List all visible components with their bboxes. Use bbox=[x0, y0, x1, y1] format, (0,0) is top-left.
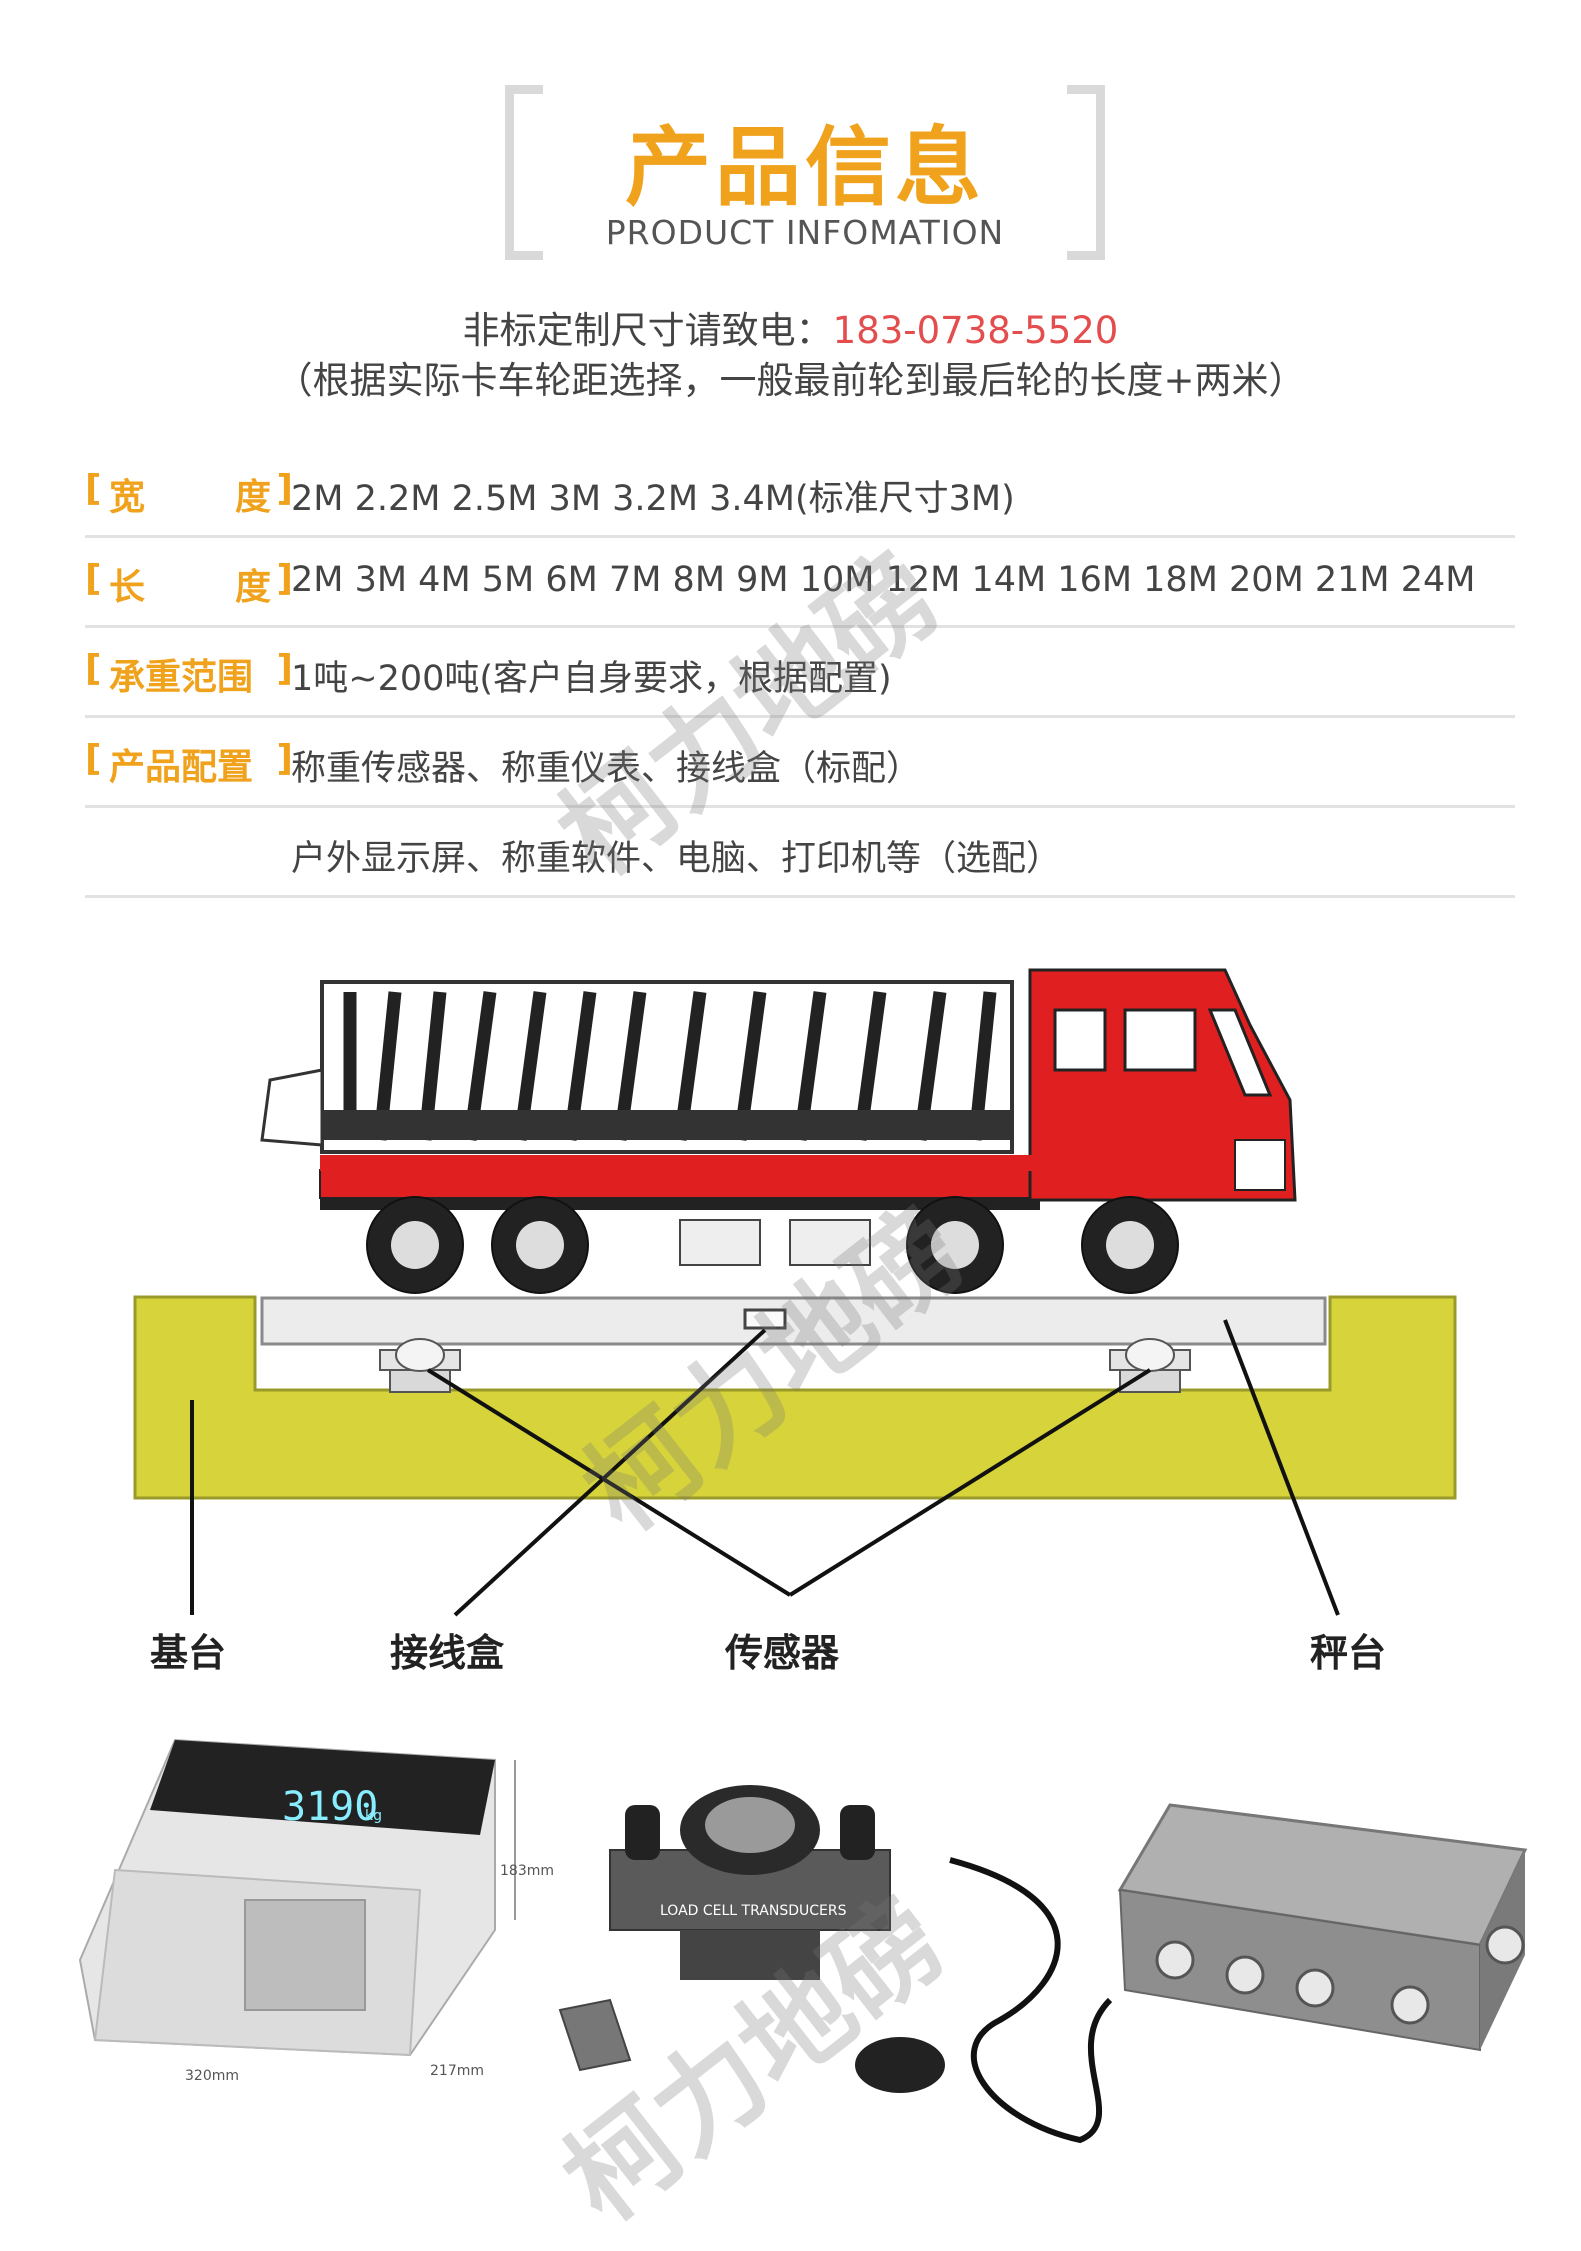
svg-text:183mm: 183mm bbox=[500, 1863, 554, 1879]
diagram-illustration bbox=[133, 968, 1457, 1617]
page-subtitle: PRODUCT INFOMATION bbox=[605, 213, 1005, 252]
truck-shape bbox=[260, 968, 1297, 1294]
contact-line: 非标定制尺寸请致电：183-0738-5520 bbox=[0, 300, 1581, 354]
spec-row-capacity: [ 承重范围 ] 1吨~200吨(客户自身要求，根据配置) bbox=[85, 630, 1515, 718]
spec-row-optional: 户外显示屏、称重软件、电脑、打印机等（选配） bbox=[85, 810, 1515, 898]
junction-box-image bbox=[1117, 1803, 1528, 2052]
callout-platform: 秤台 bbox=[1310, 1631, 1387, 1675]
callout-junction-box: 接线盒 bbox=[390, 1631, 505, 1675]
spec-value: 2M 2.2M 2.5M 3M 3.2M 3.4M(标准尺寸3M) bbox=[291, 479, 1015, 519]
product-illustrations: 3190 kg 183mm 320mm 217mm LOAD CELL TRAN… bbox=[78, 1738, 1528, 2144]
junction-box-shape bbox=[743, 1308, 787, 1330]
truck-scale-diagram: 基台 接线盒 传感器 秤台 bbox=[0, 900, 1581, 1700]
callout-sensor: 传感器 bbox=[725, 1631, 840, 1675]
load-cell-image: LOAD CELL TRANSDUCERS bbox=[558, 1785, 1113, 2144]
spec-value: 1吨~200吨(客户自身要求，根据配置) bbox=[291, 659, 892, 699]
spec-value: 称重传感器、称重仪表、接线盒（标配） bbox=[291, 749, 922, 789]
foundation-shape bbox=[133, 1295, 1457, 1500]
phone-number[interactable]: 183-0738-5520 bbox=[832, 309, 1119, 352]
load-cell-left bbox=[379, 1338, 461, 1393]
product-photos: 3190 kg 183mm 320mm 217mm LOAD CELL TRAN… bbox=[0, 1720, 1581, 2160]
indicator-image: 3190 kg 183mm 320mm 217mm bbox=[78, 1738, 554, 2084]
size-note: （根据实际卡车轮距选择，一般最前轮到最后轮的长度+两米） bbox=[275, 359, 1306, 402]
spec-row-width: [ 宽度 ] 2M 2.2M 2.5M 3M 3.2M 3.4M(标准尺寸3M) bbox=[85, 450, 1515, 538]
contact-prefix: 非标定制尺寸请致电： bbox=[462, 309, 833, 352]
spec-value: 户外显示屏、称重软件、电脑、打印机等（选配） bbox=[291, 839, 1062, 879]
callout-foundation: 基台 bbox=[150, 1631, 227, 1675]
title-bracket-right bbox=[1067, 85, 1105, 260]
page-title: 产品信息 bbox=[625, 118, 985, 218]
indicator-display: 3190 bbox=[282, 1784, 378, 1830]
spec-row-config: [ 产品配置 ] 称重传感器、称重仪表、接线盒（标配） bbox=[85, 720, 1515, 808]
svg-text:kg: kg bbox=[365, 1808, 382, 1824]
platform-shape bbox=[260, 1296, 1327, 1346]
spec-row-length: [ 长度 ] 2M 3M 4M 5M 6M 7M 8M 9M 10M 12M 1… bbox=[85, 540, 1515, 628]
spec-value: 2M 3M 4M 5M 6M 7M 8M 9M 10M 12M 14M 16M … bbox=[291, 560, 1476, 600]
callout-lines bbox=[190, 1319, 1340, 1617]
title-block: 产品信息 PRODUCT INFOMATION bbox=[505, 85, 1105, 260]
svg-text:320mm: 320mm bbox=[185, 2068, 239, 2084]
svg-text:LOAD CELL TRANSDUCERS: LOAD CELL TRANSDUCERS bbox=[660, 1903, 847, 1919]
svg-text:217mm: 217mm bbox=[430, 2063, 484, 2079]
title-bracket-left bbox=[505, 85, 543, 260]
load-cell-right bbox=[1109, 1338, 1191, 1393]
